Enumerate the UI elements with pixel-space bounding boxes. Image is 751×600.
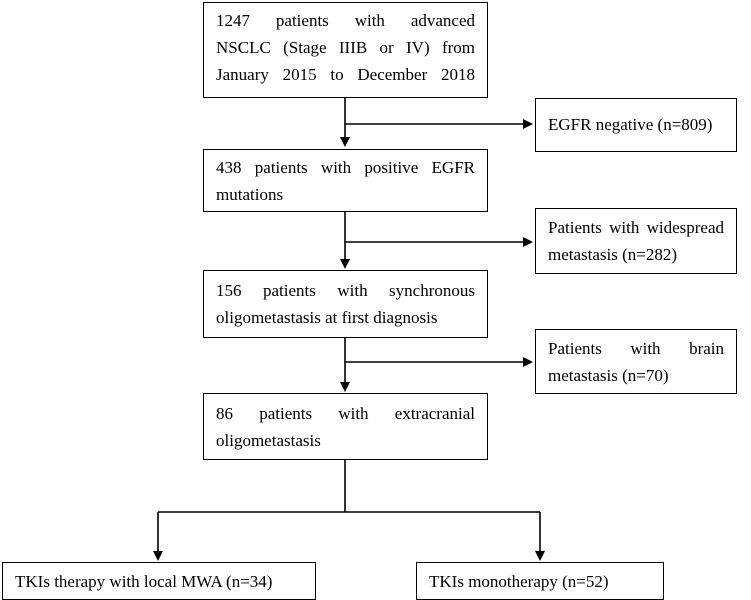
box-brain-metastasis: Patients with brain metastasis (n=70) [535, 329, 737, 394]
box-synchronous-oligometastasis: 156 patients with synchronous oligometas… [203, 270, 488, 338]
excl1-text: EGFR negative (n=809) [548, 115, 713, 134]
box1-line2: NSCLC (Stage IIIB or IV) from [216, 38, 475, 57]
box-egfr-positive: 438 patients with positive EGFR mutation… [203, 149, 488, 212]
box3-line1: 156 patients with synchronous [216, 281, 475, 300]
excl3-line1: Patients with brain [548, 339, 724, 358]
box-tkis-monotherapy: TKIs monotherapy (n=52) [416, 562, 664, 600]
box1-line3: January 2015 to December 2018 [216, 65, 475, 84]
out1-text: TKIs therapy with local MWA (n=34) [15, 572, 273, 591]
box4-line1: 86 patients with extracranial [216, 404, 475, 423]
box-initial-patients: 1247 patients with advanced NSCLC (Stage… [203, 2, 488, 98]
box3-line2: oligometastasis at first diagnosis [216, 308, 438, 327]
excl2-line2: metastasis (n=282) [548, 245, 678, 264]
box2-line1: 438 patients with positive EGFR [216, 158, 475, 177]
box4-line2: oligometastasis [216, 431, 321, 450]
out2-text: TKIs monotherapy (n=52) [429, 572, 609, 591]
box-widespread-metastasis: Patients with widespread metastasis (n=2… [535, 208, 737, 274]
box2-line2: mutations [216, 185, 284, 204]
box1-line1: 1247 patients with advanced [216, 11, 475, 30]
box-egfr-negative: EGFR negative (n=809) [535, 98, 737, 152]
excl3-line2: metastasis (n=70) [548, 366, 669, 385]
excl2-line1: Patients with widespread [548, 218, 724, 237]
box-tkis-with-mwa: TKIs therapy with local MWA (n=34) [2, 562, 316, 600]
box-extracranial-oligometastasis: 86 patients with extracranial oligometas… [203, 393, 488, 460]
